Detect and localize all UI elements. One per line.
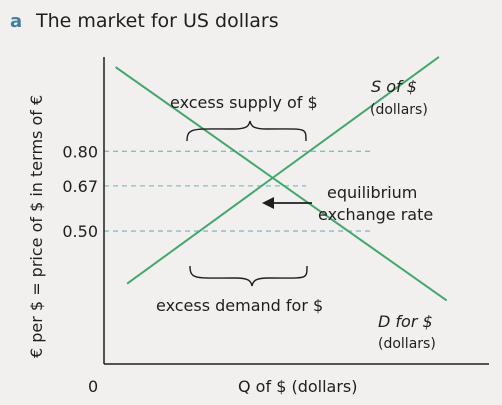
reference-lines (104, 150, 372, 232)
demand-curve (114, 66, 448, 302)
y-tick-labels: 0.50 0.67 0.80 (62, 142, 98, 241)
y-tick-label: 0.67 (62, 177, 98, 196)
excess-demand-label: excess demand for $ (156, 296, 323, 315)
y-tick-label: 0.80 (62, 142, 98, 161)
supply-label: S of $ (371, 77, 417, 96)
equilibrium-label-line1: equilibrium (327, 183, 417, 202)
chart-title: The market for US dollars (35, 10, 279, 32)
x-axis-label: Q of $ (dollars) (238, 377, 358, 396)
excess-supply-brace (186, 120, 307, 142)
demand-label: D for $ (378, 312, 433, 331)
demand-sub-label: (dollars) (378, 336, 436, 352)
supply-sub-label: (dollars) (370, 102, 428, 118)
equilibrium-label-line2: exchange rate (318, 205, 433, 224)
y-tick-label: 0.50 (62, 222, 98, 241)
supply-curve (126, 56, 440, 285)
panel-letter: a (10, 11, 22, 32)
series-lines (114, 56, 448, 302)
y-axis-label: € per $ = price of $ in terms of € (27, 95, 46, 358)
excess-supply-label: excess supply of $ (170, 93, 318, 112)
origin-label: 0 (88, 377, 98, 396)
equilibrium-arrow-head (262, 197, 274, 209)
excess-demand-brace (189, 265, 308, 287)
